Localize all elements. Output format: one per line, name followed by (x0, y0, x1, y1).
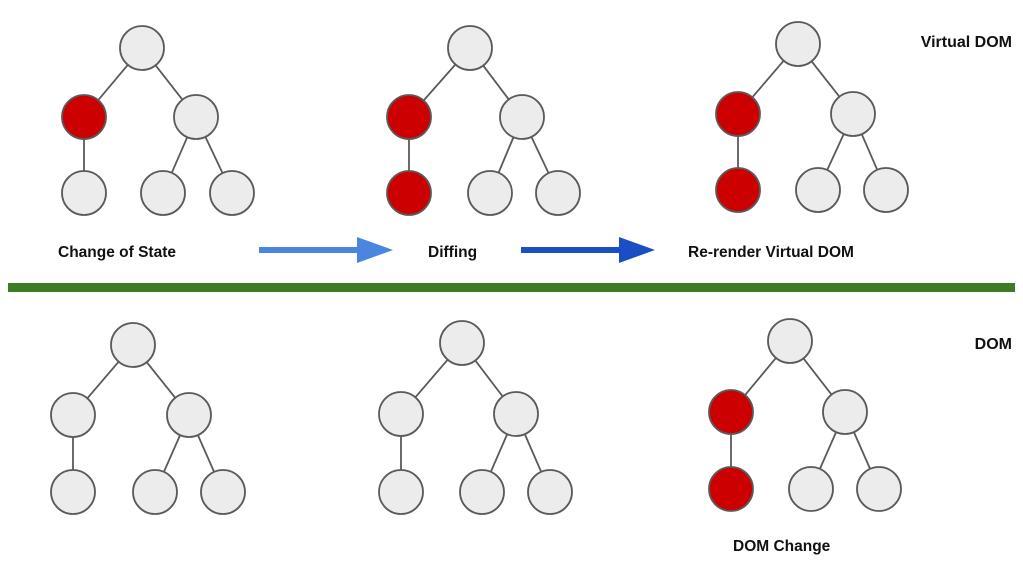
step-label-re-render-virtual-dom: Re-render Virtual DOM (688, 244, 854, 261)
tree-edges-tree-dom-unchanged (400, 359, 543, 473)
tree-node[interactable] (767, 318, 813, 364)
section-label-virtual-dom: Virtual DOM (921, 34, 1012, 51)
tree-edges-tree-dom-updated (730, 357, 871, 470)
tree-node[interactable] (166, 392, 212, 438)
tree-nodes-tree-dom-unchanged (378, 320, 573, 515)
tree-nodes-tree-dom-updated (708, 318, 902, 512)
tree-node-highlighted[interactable] (386, 170, 432, 216)
tree-edge (489, 433, 509, 473)
tree-node[interactable] (788, 466, 834, 512)
flow-arrows-layer (259, 237, 655, 263)
tree-edge (751, 60, 785, 98)
tree-node[interactable] (110, 322, 156, 368)
tree-edges-tree-virtual-dom-rerendered (737, 60, 879, 171)
tree-node[interactable] (447, 25, 493, 71)
tree-edges-tree-virtual-dom-diffed (408, 63, 550, 174)
tree-node[interactable] (499, 94, 545, 140)
tree-nodes-layer (50, 21, 909, 515)
tree-node[interactable] (140, 170, 186, 216)
tree-node[interactable] (50, 392, 96, 438)
tree-edge (86, 361, 120, 399)
tree-edge (197, 434, 215, 473)
tree-edge (97, 64, 129, 101)
arrow-head (619, 237, 655, 263)
tree-node[interactable] (830, 91, 876, 137)
tree-node[interactable] (459, 469, 505, 515)
tree-edge (163, 434, 181, 473)
tree-node[interactable] (200, 469, 246, 515)
arrow-shaft (521, 247, 619, 253)
tree-edge (497, 136, 515, 174)
tree-node-highlighted[interactable] (708, 389, 754, 435)
tree-edge (146, 361, 176, 399)
tree-nodes-tree-virtual-dom-rerendered (715, 21, 909, 213)
tree-edge (523, 433, 543, 473)
tree-node[interactable] (378, 469, 424, 515)
tree-edge (860, 133, 879, 171)
tree-edge (204, 136, 224, 174)
section-divider-line (8, 283, 1015, 292)
tree-node[interactable] (61, 170, 107, 216)
step-label-change-of-state: Change of State (58, 244, 176, 261)
tree-edge (530, 136, 550, 174)
tree-node[interactable] (856, 466, 902, 512)
tree-node-highlighted[interactable] (715, 167, 761, 213)
tree-edge (474, 359, 504, 398)
tree-edges-tree-virtual-dom-initial (83, 64, 224, 174)
diagram-labels-layer: Virtual DOM DOM Change of State Diffing Re-r… (58, 34, 1012, 555)
tree-edge (414, 359, 449, 398)
tree-node-highlighted[interactable] (61, 94, 107, 140)
tree-node[interactable] (439, 320, 485, 366)
tree-edge (482, 65, 510, 100)
tree-edges-tree-dom-initial (72, 361, 215, 473)
step-label-diffing: Diffing (428, 244, 477, 261)
tree-edge (826, 133, 845, 171)
tree-node[interactable] (173, 94, 219, 140)
tree-edge (170, 136, 189, 174)
tree-node[interactable] (209, 170, 255, 216)
tree-node[interactable] (467, 170, 513, 216)
tree-edge (744, 357, 777, 396)
tree-edge (810, 60, 841, 98)
arrow-diffing-to-rerender (521, 237, 655, 263)
tree-edge (819, 431, 837, 470)
tree-node[interactable] (863, 167, 909, 213)
tree-node[interactable] (795, 167, 841, 213)
tree-edge (422, 63, 457, 102)
tree-node[interactable] (132, 469, 178, 515)
tree-nodes-tree-virtual-dom-diffed (386, 25, 581, 216)
tree-edges-layer (72, 60, 879, 473)
section-label-dom: DOM (975, 336, 1012, 353)
arrow-head (357, 237, 393, 263)
step-label-dom-change: DOM Change (733, 538, 831, 555)
tree-edge (853, 431, 871, 470)
tree-node-highlighted[interactable] (708, 466, 754, 512)
tree-node[interactable] (535, 170, 581, 216)
tree-node[interactable] (119, 25, 165, 71)
arrow-shaft (259, 247, 357, 253)
tree-edge (154, 64, 184, 101)
tree-node[interactable] (493, 391, 539, 437)
tree-node[interactable] (378, 391, 424, 437)
tree-nodes-tree-dom-initial (50, 322, 246, 515)
tree-nodes-tree-virtual-dom-initial (61, 25, 255, 216)
tree-node[interactable] (50, 469, 96, 515)
tree-node[interactable] (822, 389, 868, 435)
tree-node[interactable] (775, 21, 821, 67)
tree-node[interactable] (527, 469, 573, 515)
tree-node-highlighted[interactable] (715, 91, 761, 137)
tree-node-highlighted[interactable] (386, 94, 432, 140)
arrow-change-to-diffing (259, 237, 393, 263)
tree-edge (802, 357, 833, 396)
